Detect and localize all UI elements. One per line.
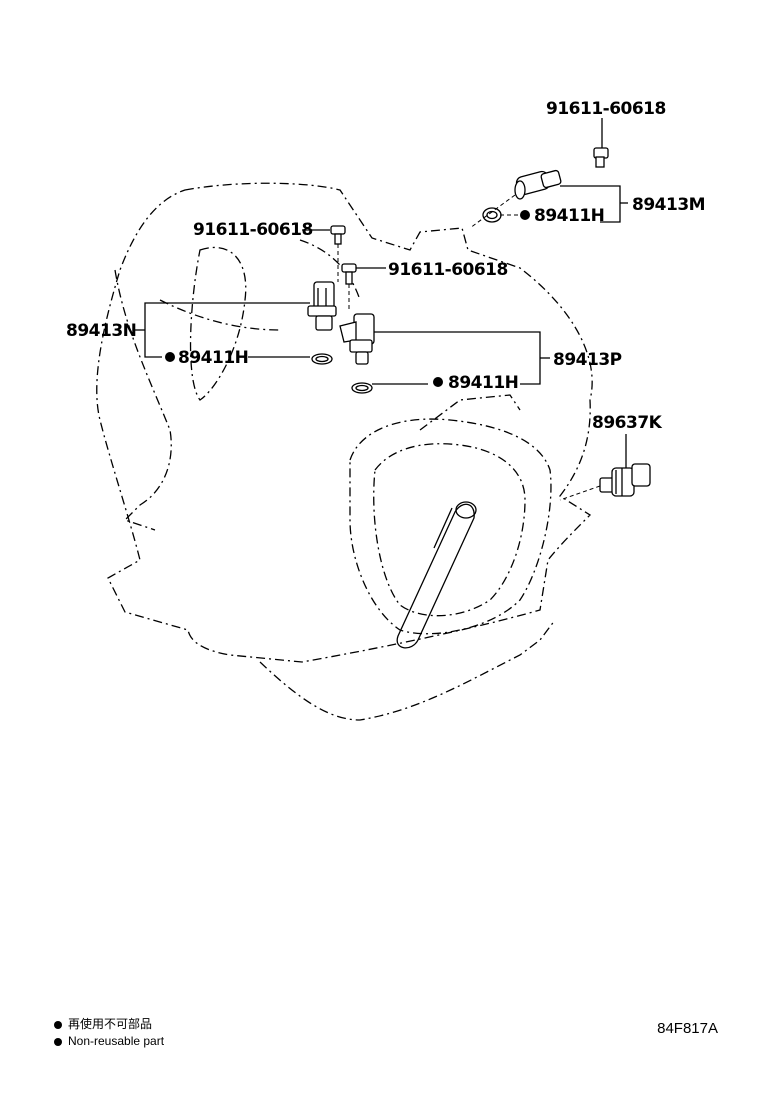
callout-bolt-91611-60618-top: 91611-60618 [546,99,666,119]
callout-sensor-89413M: 89413M [632,195,705,215]
bolt-91611-60618-top [593,147,609,168]
non-reusable-marker-n [165,352,175,362]
non-reusable-marker-p [433,377,443,387]
callout-bolt-91611-60618-center: 91611-60618 [388,260,508,280]
callout-sensor-89413N: 89413N [66,321,136,341]
callout-oring-89411H-m: 89411H [534,206,604,226]
oring-89411H-p [351,382,373,394]
speed-sensor-89413M [514,169,562,200]
transaxle-housing-outline [96,182,593,721]
callout-switch-89637K: 89637K [592,413,663,433]
legend-row-jp: 再使用不可部品 [54,1016,164,1033]
non-reusable-marker-m [520,210,530,220]
callout-oring-89411H-p: 89411H [448,373,518,393]
oring-89411H-m [482,207,502,223]
speed-sensor-89413P [339,313,375,365]
callout-oring-89411H-n: 89411H [178,348,248,368]
output-shaft [396,501,477,649]
speed-sensor-89413N [307,281,337,331]
bullet-icon [54,1037,62,1046]
bullet-icon [54,1020,62,1029]
reference-code: 84F817A [657,1020,718,1037]
bolt-91611-60618-left [330,225,346,245]
legend-row-en: Non-reusable part [54,1033,164,1050]
callout-bolt-91611-60618-left: 91611-60618 [193,220,313,240]
bolt-91611-60618-center [341,263,357,285]
legend-text-jp: 再使用不可部品 [68,1017,153,1031]
legend: 再使用不可部品 Non-reusable part [54,1016,164,1050]
leader-lines [135,118,628,501]
callout-sensor-89413P: 89413P [553,350,622,370]
oring-89411H-n [311,353,333,365]
legend-text-en: Non-reusable part [68,1034,165,1048]
pressure-switch-89637K [599,463,651,497]
